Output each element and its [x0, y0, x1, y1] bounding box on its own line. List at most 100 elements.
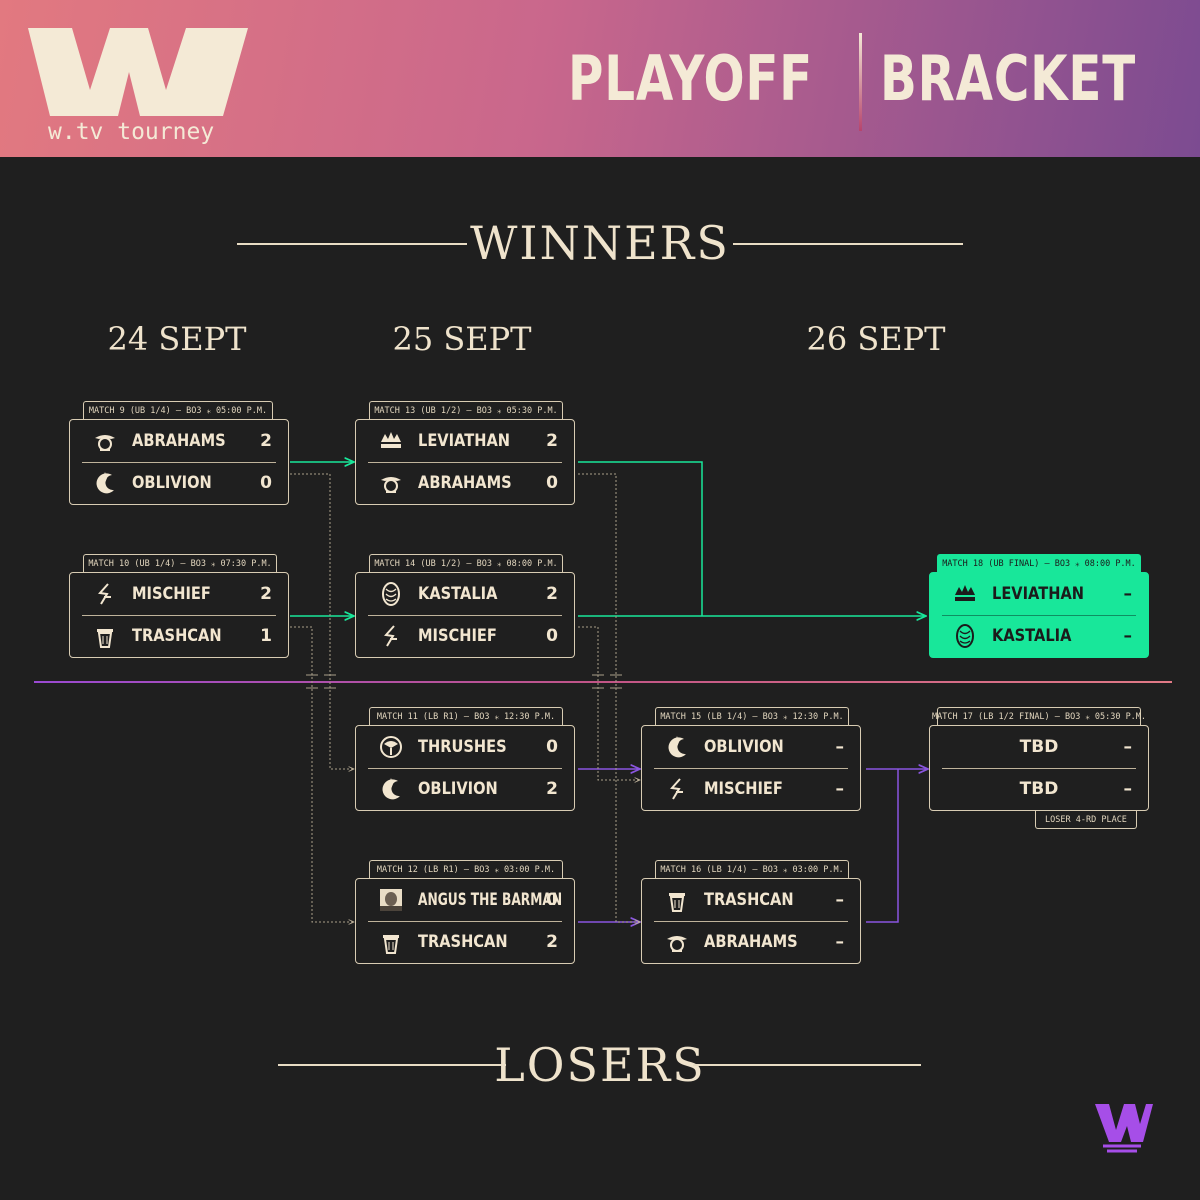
- team-score: –: [835, 779, 845, 799]
- match-15-card[interactable]: OBLIVION – MISCHIEF –: [641, 725, 861, 811]
- title-playoff: PLAYOFF: [568, 42, 813, 115]
- team-name: TRASHCAN: [132, 626, 222, 646]
- team-name: OBLIVION: [132, 473, 212, 493]
- cowboy-icon: [95, 435, 115, 451]
- team-name: TBD: [1019, 737, 1059, 757]
- row-separator: [368, 615, 562, 616]
- team-name: TBD: [1019, 779, 1059, 799]
- match-9-card[interactable]: ABRAHAMS 2 OBLIVION 0: [69, 419, 289, 505]
- team-score: 0: [546, 737, 558, 757]
- w-logo-icon: [28, 28, 248, 116]
- match-16-tag: MATCH 16 (LB 1/4) – BO3 ⁎ 03:00 P.M.: [655, 860, 849, 878]
- team-name: TRASHCAN: [418, 932, 508, 952]
- match-16-team-2: ABRAHAMS –: [642, 921, 860, 963]
- match-12-team-2: TRASHCAN 2: [356, 921, 574, 963]
- team-score: 1: [260, 626, 272, 646]
- team-score: 0: [546, 473, 558, 493]
- match-9-tag: MATCH 9 (UB 1/4) – BO3 ⁎ 05:00 P.M.: [83, 401, 273, 419]
- crescent-icon: [668, 736, 686, 758]
- team-score: 2: [260, 584, 272, 604]
- team-name: MISCHIEF: [704, 779, 783, 799]
- winners-title: WINNERS: [470, 216, 730, 270]
- crescent-icon: [96, 472, 114, 494]
- team-name: MISCHIEF: [418, 626, 497, 646]
- trashcan-icon: [383, 935, 399, 954]
- drop-m14-loser: [578, 626, 640, 780]
- match-13-tag: MATCH 13 (UB 1/2) – BO3 ⁎ 05:30 P.M.: [369, 401, 563, 419]
- row-separator: [654, 921, 848, 922]
- lightning-icon: [670, 778, 683, 800]
- team-score: –: [1123, 626, 1133, 646]
- match-9-team-2: OBLIVION 0: [70, 462, 288, 504]
- leviathan-icon: [955, 585, 975, 601]
- team-name: ANGUS THE BARMAN: [418, 890, 563, 910]
- trashcan-icon: [97, 629, 113, 648]
- team-score: –: [835, 890, 845, 910]
- leviathan-icon: [381, 432, 401, 448]
- connector-m16-m17: [866, 769, 899, 923]
- match-16-team-1: TRASHCAN –: [642, 879, 860, 921]
- match-17-subtag: LOSER 4-RD PLACE: [1035, 811, 1137, 829]
- match-14-card[interactable]: KASTALIA 2 MISCHIEF 0: [355, 572, 575, 658]
- match-17-card[interactable]: TBD – TBD –: [929, 725, 1149, 811]
- match-18-card[interactable]: LEVIATHAN – KASTALIA –: [929, 572, 1149, 658]
- shell-icon: [382, 582, 400, 606]
- team-score: 2: [546, 584, 558, 604]
- logo-subtitle: w.tv tourney: [48, 119, 215, 145]
- team-score: –: [1123, 737, 1133, 757]
- portrait-icon: [380, 889, 402, 911]
- team-name: MISCHIEF: [132, 584, 211, 604]
- match-13-team-1: LEVIATHAN 2: [356, 420, 574, 462]
- row-separator: [82, 462, 276, 463]
- match-14-team-1: KASTALIA 2: [356, 573, 574, 615]
- row-separator: [942, 768, 1136, 769]
- w-footer-logo-icon: [1095, 1104, 1153, 1153]
- match-10-team-1: MISCHIEF 2: [70, 573, 288, 615]
- drop-m10-loser: [290, 626, 354, 922]
- row-separator: [368, 921, 562, 922]
- match-17-team-1: TBD –: [930, 726, 1148, 768]
- match-13-team-2: ABRAHAMS 0: [356, 462, 574, 504]
- row-separator: [654, 768, 848, 769]
- title-separator: [859, 33, 862, 131]
- match-9-team-1: ABRAHAMS 2: [70, 420, 288, 462]
- team-name: KASTALIA: [418, 584, 498, 604]
- team-score: 2: [546, 431, 558, 451]
- match-16-card[interactable]: TRASHCAN – ABRAHAMS –: [641, 878, 861, 964]
- match-12-card[interactable]: ANGUS THE BARMAN 0 TRASHCAN 2: [355, 878, 575, 964]
- drop-m13-loser: [578, 473, 640, 922]
- match-18-team-1: LEVIATHAN –: [930, 573, 1148, 615]
- match-11-tag: MATCH 11 (LB R1) – BO3 ⁎ 12:30 P.M.: [369, 707, 563, 725]
- team-score: 2: [260, 431, 272, 451]
- match-15-team-1: OBLIVION –: [642, 726, 860, 768]
- match-11-card[interactable]: THRUSHES 0 OBLIVION 2: [355, 725, 575, 811]
- lightning-icon: [98, 583, 111, 605]
- match-10-team-2: TRASHCAN 1: [70, 615, 288, 657]
- header-banner: w.tv tourney PLAYOFF BRACKET: [0, 0, 1200, 157]
- match-11-team-2: OBLIVION 2: [356, 768, 574, 810]
- cowboy-icon: [381, 477, 401, 493]
- team-score: –: [835, 932, 845, 952]
- shell-icon: [956, 624, 974, 648]
- connector-m13-m18: [578, 461, 703, 616]
- winners-rule-right: [733, 243, 963, 245]
- match-18-tag: MATCH 18 (UB FINAL) – BO3 ⁎ 08:00 P.M.: [937, 554, 1141, 572]
- team-score: 0: [546, 890, 558, 910]
- row-separator: [368, 462, 562, 463]
- team-name: OBLIVION: [704, 737, 784, 757]
- team-name: LEVIATHAN: [992, 584, 1085, 604]
- row-separator: [82, 615, 276, 616]
- team-score: –: [1123, 779, 1133, 799]
- title-bracket: BRACKET: [880, 42, 1136, 115]
- match-10-card[interactable]: MISCHIEF 2 TRASHCAN 1: [69, 572, 289, 658]
- team-name: ABRAHAMS: [704, 932, 798, 952]
- match-13-card[interactable]: LEVIATHAN 2 ABRAHAMS 0: [355, 419, 575, 505]
- team-name: LEVIATHAN: [418, 431, 511, 451]
- losers-rule-right: [693, 1064, 921, 1066]
- team-name: THRUSHES: [418, 737, 507, 757]
- row-separator: [942, 615, 1136, 616]
- match-17-team-2: TBD –: [930, 768, 1148, 810]
- winners-rule-left: [237, 243, 467, 245]
- cowboy-icon: [667, 936, 687, 952]
- bird-icon: [380, 736, 402, 758]
